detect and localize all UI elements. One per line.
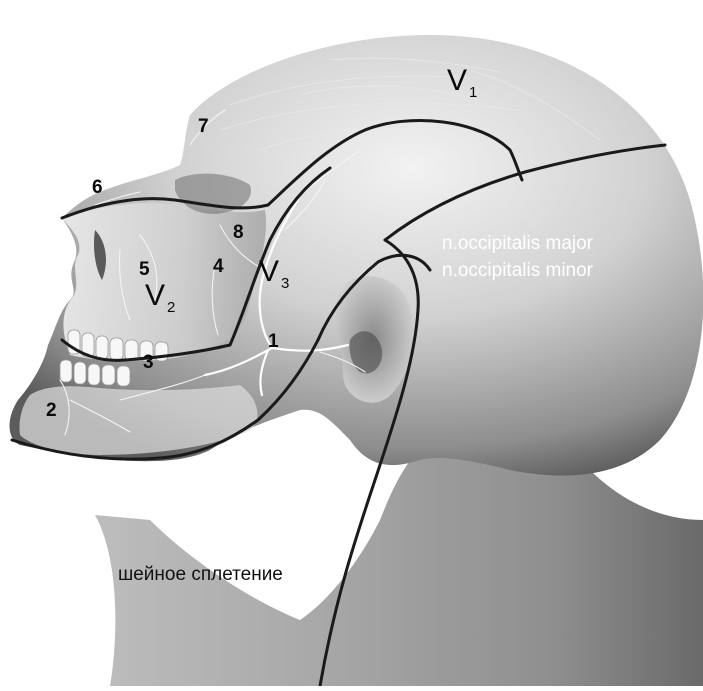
zone-v2-base: V — [145, 279, 165, 312]
zone-v3-sub: 3 — [281, 275, 289, 292]
zone-v2-sub: 2 — [167, 299, 175, 316]
occipital-line-2: n.occipitalis minor — [442, 260, 594, 281]
marker-5: 5 — [139, 259, 150, 280]
marker-8: 8 — [233, 222, 244, 243]
marker-6: 6 — [92, 177, 103, 198]
zone-v1-sub: 1 — [469, 84, 477, 101]
marker-4: 4 — [213, 256, 224, 277]
zone-v1-base: V — [447, 64, 467, 97]
occipital-line-1: n.occipitalis major — [442, 233, 594, 254]
marker-7: 7 — [198, 116, 209, 137]
cervical-plexus-label: шейное сплетение — [118, 564, 283, 585]
marker-3: 3 — [143, 352, 154, 373]
marker-1: 1 — [268, 331, 279, 352]
marker-2: 2 — [46, 400, 57, 421]
zone-v3-base: V — [259, 255, 279, 288]
